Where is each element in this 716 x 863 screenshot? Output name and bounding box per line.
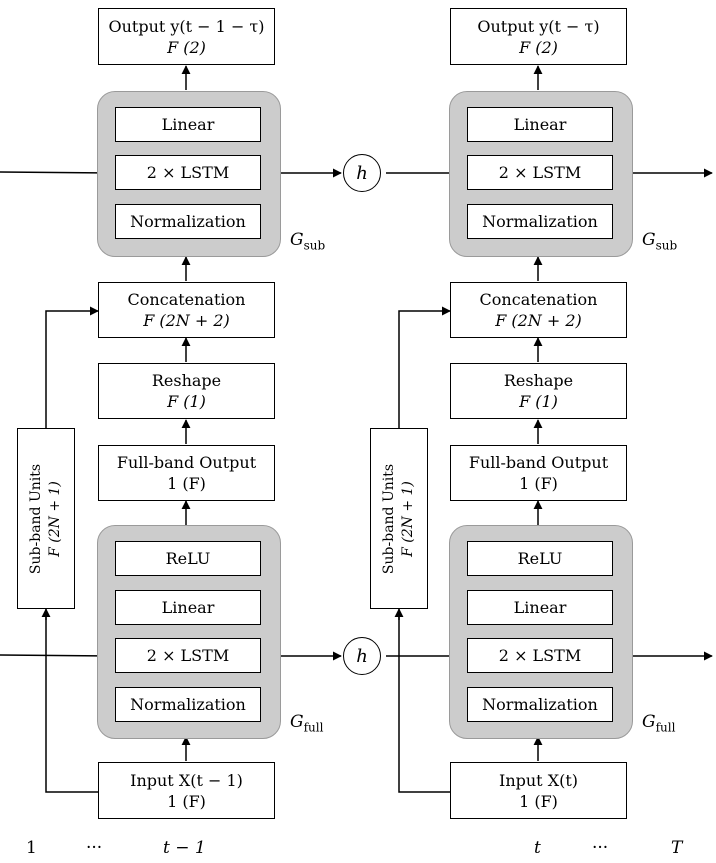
time-label-1: 1 — [26, 838, 37, 858]
full-lstm-left: 2 × LSTM — [115, 638, 261, 673]
full-linear-right: Linear — [467, 590, 613, 625]
full-lstm-label-left: 2 × LSTM — [146, 646, 230, 665]
subband-units-box-left: Sub-band Units F (2N + 1) — [17, 428, 75, 609]
full-normalization-right: Normalization — [467, 687, 613, 722]
full-relu-label-right: ReLU — [517, 549, 563, 568]
reshape-label-left: Reshape — [151, 371, 222, 390]
sub-normalization-left: Normalization — [115, 204, 261, 239]
full-norm-label-left: Normalization — [130, 695, 246, 714]
fullband-output-shape-right: 1 (F) — [519, 474, 558, 493]
output-label-right: Output y(t − τ) — [477, 16, 600, 36]
input-box-right: Input X(t) 1 (F) — [450, 762, 627, 819]
output-box-right: Output y(t − τ) F (2) — [450, 8, 627, 65]
time-label-t: t — [534, 838, 541, 858]
g-full-label-left: Gfull — [290, 712, 324, 735]
g-sub-label-left: Gsub — [290, 230, 326, 253]
reshape-box-right: Reshape F (1) — [450, 363, 627, 419]
reshape-box-left: Reshape F (1) — [98, 363, 275, 419]
reshape-shape-left: F (1) — [167, 392, 206, 411]
sub-normalization-right: Normalization — [467, 204, 613, 239]
input-label-left: Input X(t − 1) — [130, 770, 243, 790]
sub-lstm-label-right: 2 × LSTM — [498, 163, 582, 182]
full-lstm-label-right: 2 × LSTM — [498, 646, 582, 665]
subband-units-label-left: Sub-band Units — [28, 463, 45, 574]
fullband-output-box-left: Full-band Output 1 (F) — [98, 445, 275, 501]
fullband-output-label-left: Full-band Output — [116, 453, 257, 472]
sub-lstm-right: 2 × LSTM — [467, 155, 613, 190]
full-lstm-right: 2 × LSTM — [467, 638, 613, 673]
sub-lstm-label-left: 2 × LSTM — [146, 163, 230, 182]
concat-shape-right: F (2N + 2) — [495, 311, 582, 330]
output-shape-right: F (2) — [519, 37, 558, 57]
sub-linear-label-left: Linear — [161, 115, 215, 134]
full-linear-label-left: Linear — [161, 598, 215, 617]
subband-units-shape-right: F (2N + 1) — [400, 480, 417, 557]
sub-linear-right: Linear — [467, 107, 613, 142]
hidden-state-bottom: h — [343, 637, 381, 675]
time-label-t-minus-1: t − 1 — [163, 838, 206, 858]
sub-norm-label-left: Normalization — [130, 212, 246, 231]
input-shape-right: 1 (F) — [519, 791, 558, 811]
time-label-T: T — [671, 838, 683, 858]
concatenation-box-right: Concatenation F (2N + 2) — [450, 282, 627, 338]
fullband-output-box-right: Full-band Output 1 (F) — [450, 445, 627, 501]
hidden-state-top: h — [343, 154, 381, 192]
reshape-label-right: Reshape — [503, 371, 574, 390]
input-shape-left: 1 (F) — [167, 791, 206, 811]
fullband-output-shape-left: 1 (F) — [167, 474, 206, 493]
concat-label-left: Concatenation — [127, 290, 246, 309]
full-relu-left: ReLU — [115, 541, 261, 576]
output-box-left: Output y(t − 1 − τ) F (2) — [98, 8, 275, 65]
subband-units-box-right: Sub-band Units F (2N + 1) — [370, 428, 428, 609]
full-relu-label-left: ReLU — [165, 549, 211, 568]
input-box-left: Input X(t − 1) 1 (F) — [98, 762, 275, 819]
sub-norm-label-right: Normalization — [482, 212, 598, 231]
full-linear-left: Linear — [115, 590, 261, 625]
concat-label-right: Concatenation — [479, 290, 598, 309]
time-ellipsis-right: ··· — [592, 838, 609, 858]
reshape-shape-right: F (1) — [519, 392, 558, 411]
sub-linear-label-right: Linear — [513, 115, 567, 134]
subband-units-label-right: Sub-band Units — [381, 463, 398, 574]
g-sub-label-right: Gsub — [642, 230, 678, 253]
full-relu-right: ReLU — [467, 541, 613, 576]
g-full-label-right: Gfull — [642, 712, 676, 735]
full-normalization-left: Normalization — [115, 687, 261, 722]
output-label-left: Output y(t − 1 − τ) — [108, 16, 265, 36]
sub-linear-left: Linear — [115, 107, 261, 142]
subband-units-shape-left: F (2N + 1) — [47, 480, 64, 557]
output-shape-left: F (2) — [167, 37, 206, 57]
full-linear-label-right: Linear — [513, 598, 567, 617]
full-norm-label-right: Normalization — [482, 695, 598, 714]
concatenation-box-left: Concatenation F (2N + 2) — [98, 282, 275, 338]
time-ellipsis-left: ··· — [86, 838, 103, 858]
input-label-right: Input X(t) — [499, 770, 578, 790]
concat-shape-left: F (2N + 2) — [143, 311, 230, 330]
fullband-output-label-right: Full-band Output — [468, 453, 609, 472]
sub-lstm-left: 2 × LSTM — [115, 155, 261, 190]
